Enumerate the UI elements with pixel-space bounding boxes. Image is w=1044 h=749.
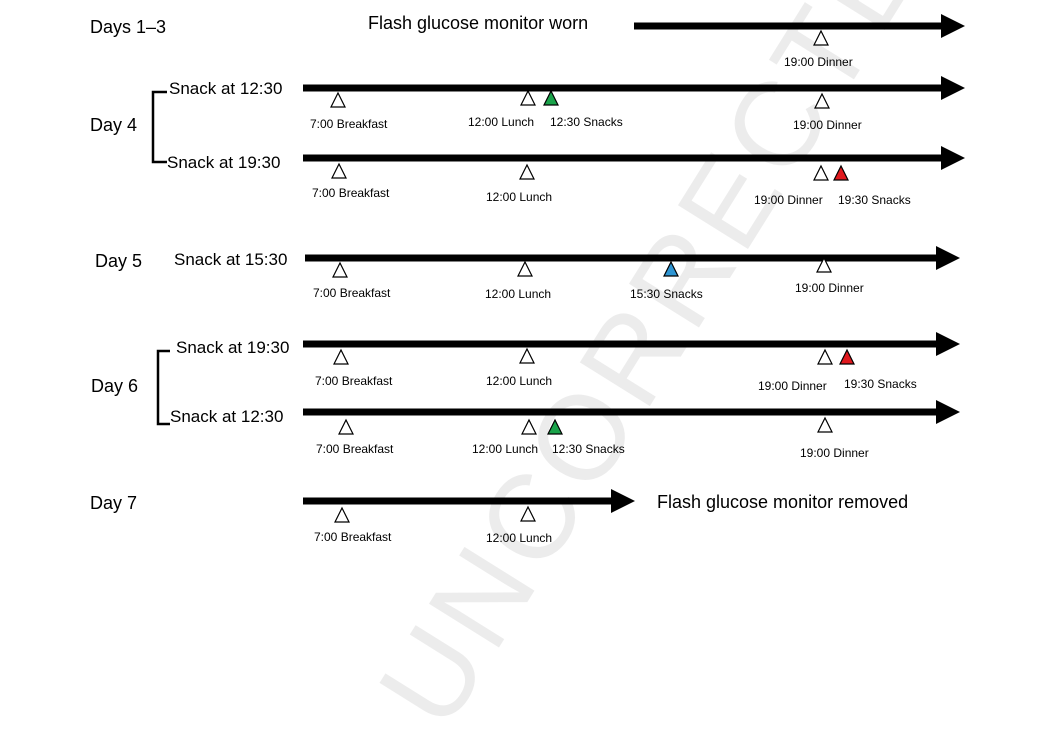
- timeline-arrow-head: [941, 146, 965, 170]
- day-label: Day 7: [90, 493, 138, 513]
- monitor-removed-note: Flash glucose monitor removed: [657, 492, 909, 512]
- meal-marker-triangle: [547, 418, 563, 435]
- marker-label: 19:00 Dinner: [800, 446, 869, 460]
- meal-marker-triangle: [519, 347, 535, 364]
- marker-label: 12:00 Lunch: [472, 442, 539, 456]
- row-label: Snack at 12:30: [170, 407, 284, 426]
- day-label: Day 6: [91, 376, 139, 396]
- meal-marker-triangle: [330, 91, 346, 108]
- meal-marker-triangle: [817, 416, 833, 433]
- monitor-worn-note: Flash glucose monitor worn: [368, 13, 589, 33]
- meal-marker-triangle: [334, 506, 350, 523]
- study-timeline-diagram: UNCORRECTED Days 1–3 Flash glucose monit…: [90, 0, 996, 748]
- marker-label: 12:00 Lunch: [486, 531, 553, 545]
- timeline-arrow-head: [941, 76, 965, 100]
- marker-label: 7:00 Breakfast: [314, 530, 392, 544]
- marker-label: 19:00 Dinner: [758, 379, 827, 393]
- marker-label: 12:30 Snacks: [552, 442, 625, 456]
- marker-label: 7:00 Breakfast: [312, 186, 390, 200]
- marker-label: 19:30 Snacks: [844, 377, 917, 391]
- meal-marker-triangle: [663, 260, 679, 277]
- day-label: Day 5: [95, 251, 143, 271]
- day-label: Days 1–3: [90, 17, 167, 37]
- marker-label: 7:00 Breakfast: [316, 442, 394, 456]
- meal-marker-triangle: [813, 29, 829, 46]
- marker-label: 12:00 Lunch: [486, 190, 553, 204]
- marker-label: 19:00 Dinner: [754, 193, 823, 207]
- meal-marker-triangle: [839, 348, 855, 365]
- marker-label: 12:00 Lunch: [485, 287, 552, 301]
- marker-label: 7:00 Breakfast: [315, 374, 393, 388]
- marker-label: 12:00 Lunch: [486, 374, 553, 388]
- meal-marker-triangle: [813, 164, 829, 181]
- meal-marker-triangle: [331, 162, 347, 179]
- marker-label: 7:00 Breakfast: [313, 286, 391, 300]
- meal-marker-triangle: [833, 164, 849, 181]
- marker-label: 19:00 Dinner: [795, 281, 864, 295]
- meal-marker-triangle: [517, 260, 533, 277]
- meal-marker-triangle: [817, 348, 833, 365]
- row-label: Snack at 12:30: [169, 79, 283, 98]
- meal-marker-triangle: [332, 261, 348, 278]
- timeline-arrow-head: [936, 400, 960, 424]
- meal-marker-triangle: [520, 505, 536, 522]
- meal-marker-triangle: [519, 163, 535, 180]
- day-bracket: [156, 349, 170, 426]
- day-label: Day 4: [90, 115, 138, 135]
- timeline-arrow-head: [936, 332, 960, 356]
- meal-marker-triangle: [543, 89, 559, 106]
- day-bracket: [151, 90, 167, 164]
- meal-marker-triangle: [521, 418, 537, 435]
- timeline-svg: [151, 14, 965, 523]
- marker-label: 19:30 Snacks: [838, 193, 911, 207]
- row-label: Snack at 19:30: [176, 338, 290, 357]
- meal-marker-triangle: [814, 92, 830, 109]
- meal-marker-triangle: [338, 418, 354, 435]
- marker-label: 19:00 Dinner: [793, 118, 862, 132]
- timeline-arrow-head: [611, 489, 635, 513]
- meal-marker-triangle: [816, 256, 832, 273]
- timeline-arrow-head: [936, 246, 960, 270]
- marker-label: 12:00 Lunch: [468, 115, 535, 129]
- marker-label: 12:30 Snacks: [550, 115, 623, 129]
- marker-label: 15:30 Snacks: [630, 287, 703, 301]
- meal-marker-triangle: [333, 348, 349, 365]
- meal-marker-triangle: [520, 89, 536, 106]
- marker-label: 19:00 Dinner: [784, 55, 853, 69]
- row-label: Snack at 19:30: [167, 153, 281, 172]
- row-label: Snack at 15:30: [174, 250, 288, 269]
- timeline-arrow-head: [941, 14, 965, 38]
- marker-label: 7:00 Breakfast: [310, 117, 388, 131]
